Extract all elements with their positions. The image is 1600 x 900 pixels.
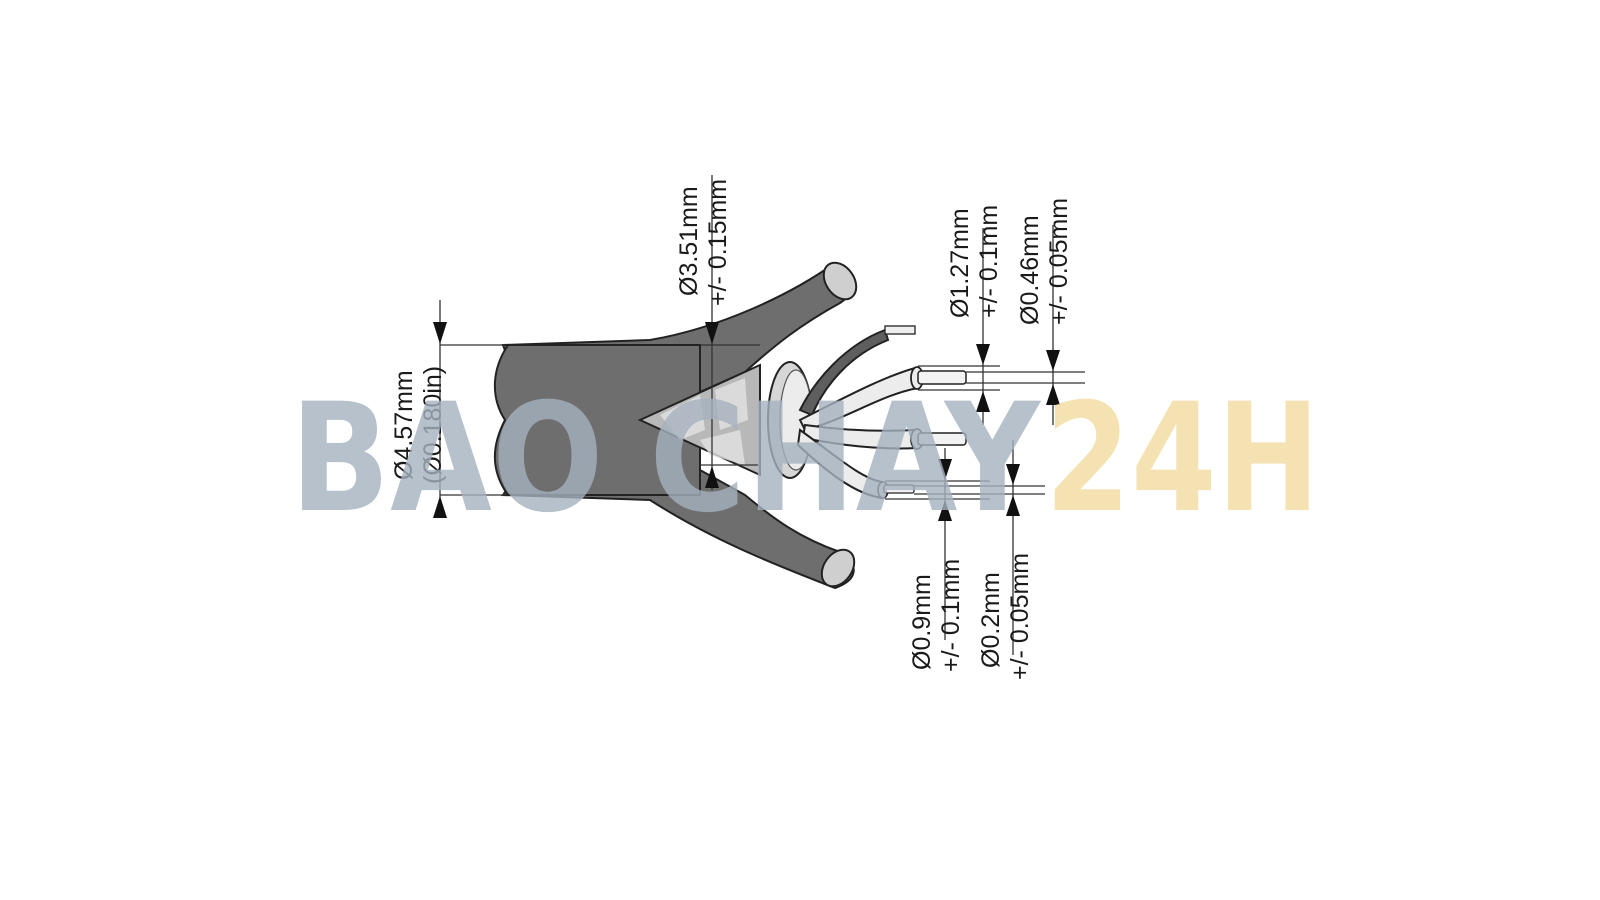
watermark-right: 24H bbox=[1045, 372, 1320, 546]
jacket-lower-flap-end bbox=[820, 548, 856, 588]
dim-insulation-small bbox=[885, 448, 990, 640]
label-conductor-small-mm: Ø0.2mm bbox=[977, 572, 1005, 668]
outer-jacket bbox=[493, 261, 858, 590]
white-wire-lower-conductor bbox=[883, 484, 915, 494]
dim-insulation-large bbox=[918, 228, 1000, 425]
label-conductor-large-tol: +/- 0.05mm bbox=[1045, 198, 1073, 325]
wires bbox=[796, 325, 967, 500]
label-insulation-small-tol: +/- 0.1mm bbox=[937, 559, 965, 672]
dim-shield bbox=[700, 175, 760, 490]
jacket-body bbox=[493, 344, 701, 496]
dark-wire-conductor bbox=[884, 325, 916, 335]
watermark: BAO CHAY 24H bbox=[290, 372, 1320, 546]
jacket-lower-flap bbox=[501, 469, 855, 590]
dark-wire bbox=[798, 328, 890, 417]
label-insulation-large-mm: Ø1.27mm bbox=[946, 208, 974, 318]
label-conductor-large-mm: Ø0.46mm bbox=[1016, 215, 1044, 325]
white-wire-upper-conductor bbox=[917, 370, 967, 385]
dim-conductor-small bbox=[914, 440, 1045, 655]
label-outer-mm: Ø4.57mm bbox=[390, 370, 418, 480]
label-shield-mm: Ø3.51mm bbox=[675, 186, 703, 296]
label-conductor-small-tol: +/- 0.05mm bbox=[1006, 553, 1034, 680]
white-wire-middle-conductor bbox=[917, 432, 967, 446]
label-outer-inch: (Ø0.180in) bbox=[419, 366, 447, 484]
dimension-labels: Ø4.57mm (Ø0.180in) Ø3.51mm +/- 0.15mm Ø1… bbox=[390, 179, 1073, 680]
dim-outer-jacket bbox=[433, 300, 505, 518]
label-insulation-small-mm: Ø0.9mm bbox=[908, 574, 936, 670]
jacket-upper-flap-end bbox=[822, 261, 858, 301]
label-shield-tol: +/- 0.15mm bbox=[704, 179, 732, 306]
watermark-left: BAO CHAY bbox=[290, 372, 1042, 546]
label-insulation-large-tol: +/- 0.1mm bbox=[975, 205, 1003, 318]
dim-conductor-large bbox=[966, 225, 1085, 425]
foil-shield-texture bbox=[660, 378, 748, 465]
